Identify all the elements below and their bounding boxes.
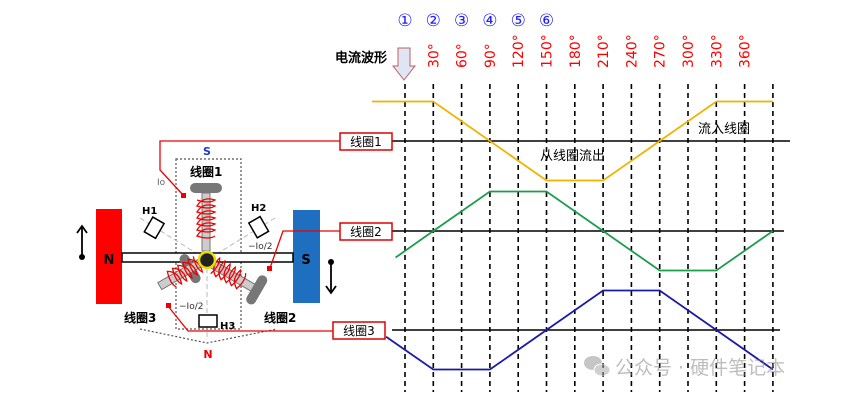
magnet-s (293, 210, 320, 303)
flow-in-label: 流入线圈 (698, 122, 750, 137)
svg-text:线圈1: 线圈1 (190, 164, 222, 179)
angle-label: 270° (653, 34, 669, 68)
angle-label: 330° (709, 34, 725, 68)
step-marker: ③ (454, 11, 469, 31)
svg-text:H3: H3 (220, 321, 235, 332)
step-marker: ① (397, 11, 412, 31)
svg-text:−Io/2: −Io/2 (248, 242, 272, 252)
rotation-arrow-down-icon (325, 262, 337, 295)
coil1-core-cap (190, 183, 222, 193)
step-marker: ④ (482, 11, 497, 31)
hall-sensor-h1 (143, 216, 166, 240)
angle-label: 180° (568, 34, 584, 68)
coil3-core-cap (246, 275, 268, 305)
coil3-waveform (385, 289, 774, 371)
stator-outline (175, 158, 242, 330)
svg-text:公众号 · 硬件笔记本: 公众号 · 硬件笔记本 (615, 357, 785, 379)
svg-text:N: N (104, 253, 115, 268)
svg-text:线圈1: 线圈1 (350, 135, 382, 149)
coil1-waveform (372, 100, 773, 182)
rotation-arrow-up-icon (76, 224, 88, 257)
svg-text:线圈3: 线圈3 (124, 310, 156, 325)
svg-text:−Io/2: −Io/2 (179, 302, 203, 312)
coil3-box: 线圈3 (332, 321, 386, 340)
coil2-waveform (395, 190, 774, 272)
rotor-center (197, 250, 217, 270)
phase-gridlines (404, 84, 774, 392)
svg-text:H1: H1 (142, 206, 157, 217)
coil2-box: 线圈2 (339, 222, 393, 241)
svg-text:Io: Io (157, 178, 166, 188)
step-marker: ⑤ (511, 11, 526, 31)
pole-outline (139, 328, 278, 344)
flow-out-label: 从线圈流出 (540, 149, 605, 164)
angle-label: 300° (681, 34, 697, 68)
wechat-icon (584, 356, 611, 377)
svg-text:线圈3: 线圈3 (343, 324, 375, 338)
waveform-title: 电流波形 (335, 50, 387, 66)
svg-text:H2: H2 (251, 203, 266, 214)
waveforms (372, 100, 774, 371)
watermark: 公众号 · 硬件笔记本 (584, 356, 785, 379)
angle-label: 30° (426, 43, 442, 68)
angle-label: 60° (455, 43, 471, 68)
angle-labels: 30° 60° 90° 120° 150° 180° 210° 240° 270° 300° 330… (426, 34, 753, 68)
angle-label: 240° (624, 34, 640, 68)
svg-text:S: S (301, 253, 310, 268)
pole-top-label: S (203, 145, 211, 158)
svg-text:线圈2: 线圈2 (264, 310, 296, 325)
down-arrow-icon (391, 47, 417, 81)
svg-text:线圈2: 线圈2 (350, 225, 382, 239)
angle-label: 150° (540, 34, 556, 68)
step-marker: ② (426, 11, 441, 31)
angle-label: 120° (511, 34, 527, 68)
coil1-winding (196, 198, 217, 239)
coil1-box: 线圈1 (339, 132, 393, 151)
angle-label: 210° (596, 34, 612, 68)
hall-sensor-h2 (247, 215, 270, 239)
magnet-n (96, 209, 122, 304)
motor-diagram: S N N S H1 H2 (76, 140, 340, 361)
pole-bottom-label: N (203, 348, 212, 361)
hall-sensor-h3 (198, 314, 218, 328)
step-marker: ⑥ (539, 11, 554, 31)
angle-label: 90° (483, 43, 499, 68)
angle-label: 360° (738, 34, 754, 68)
